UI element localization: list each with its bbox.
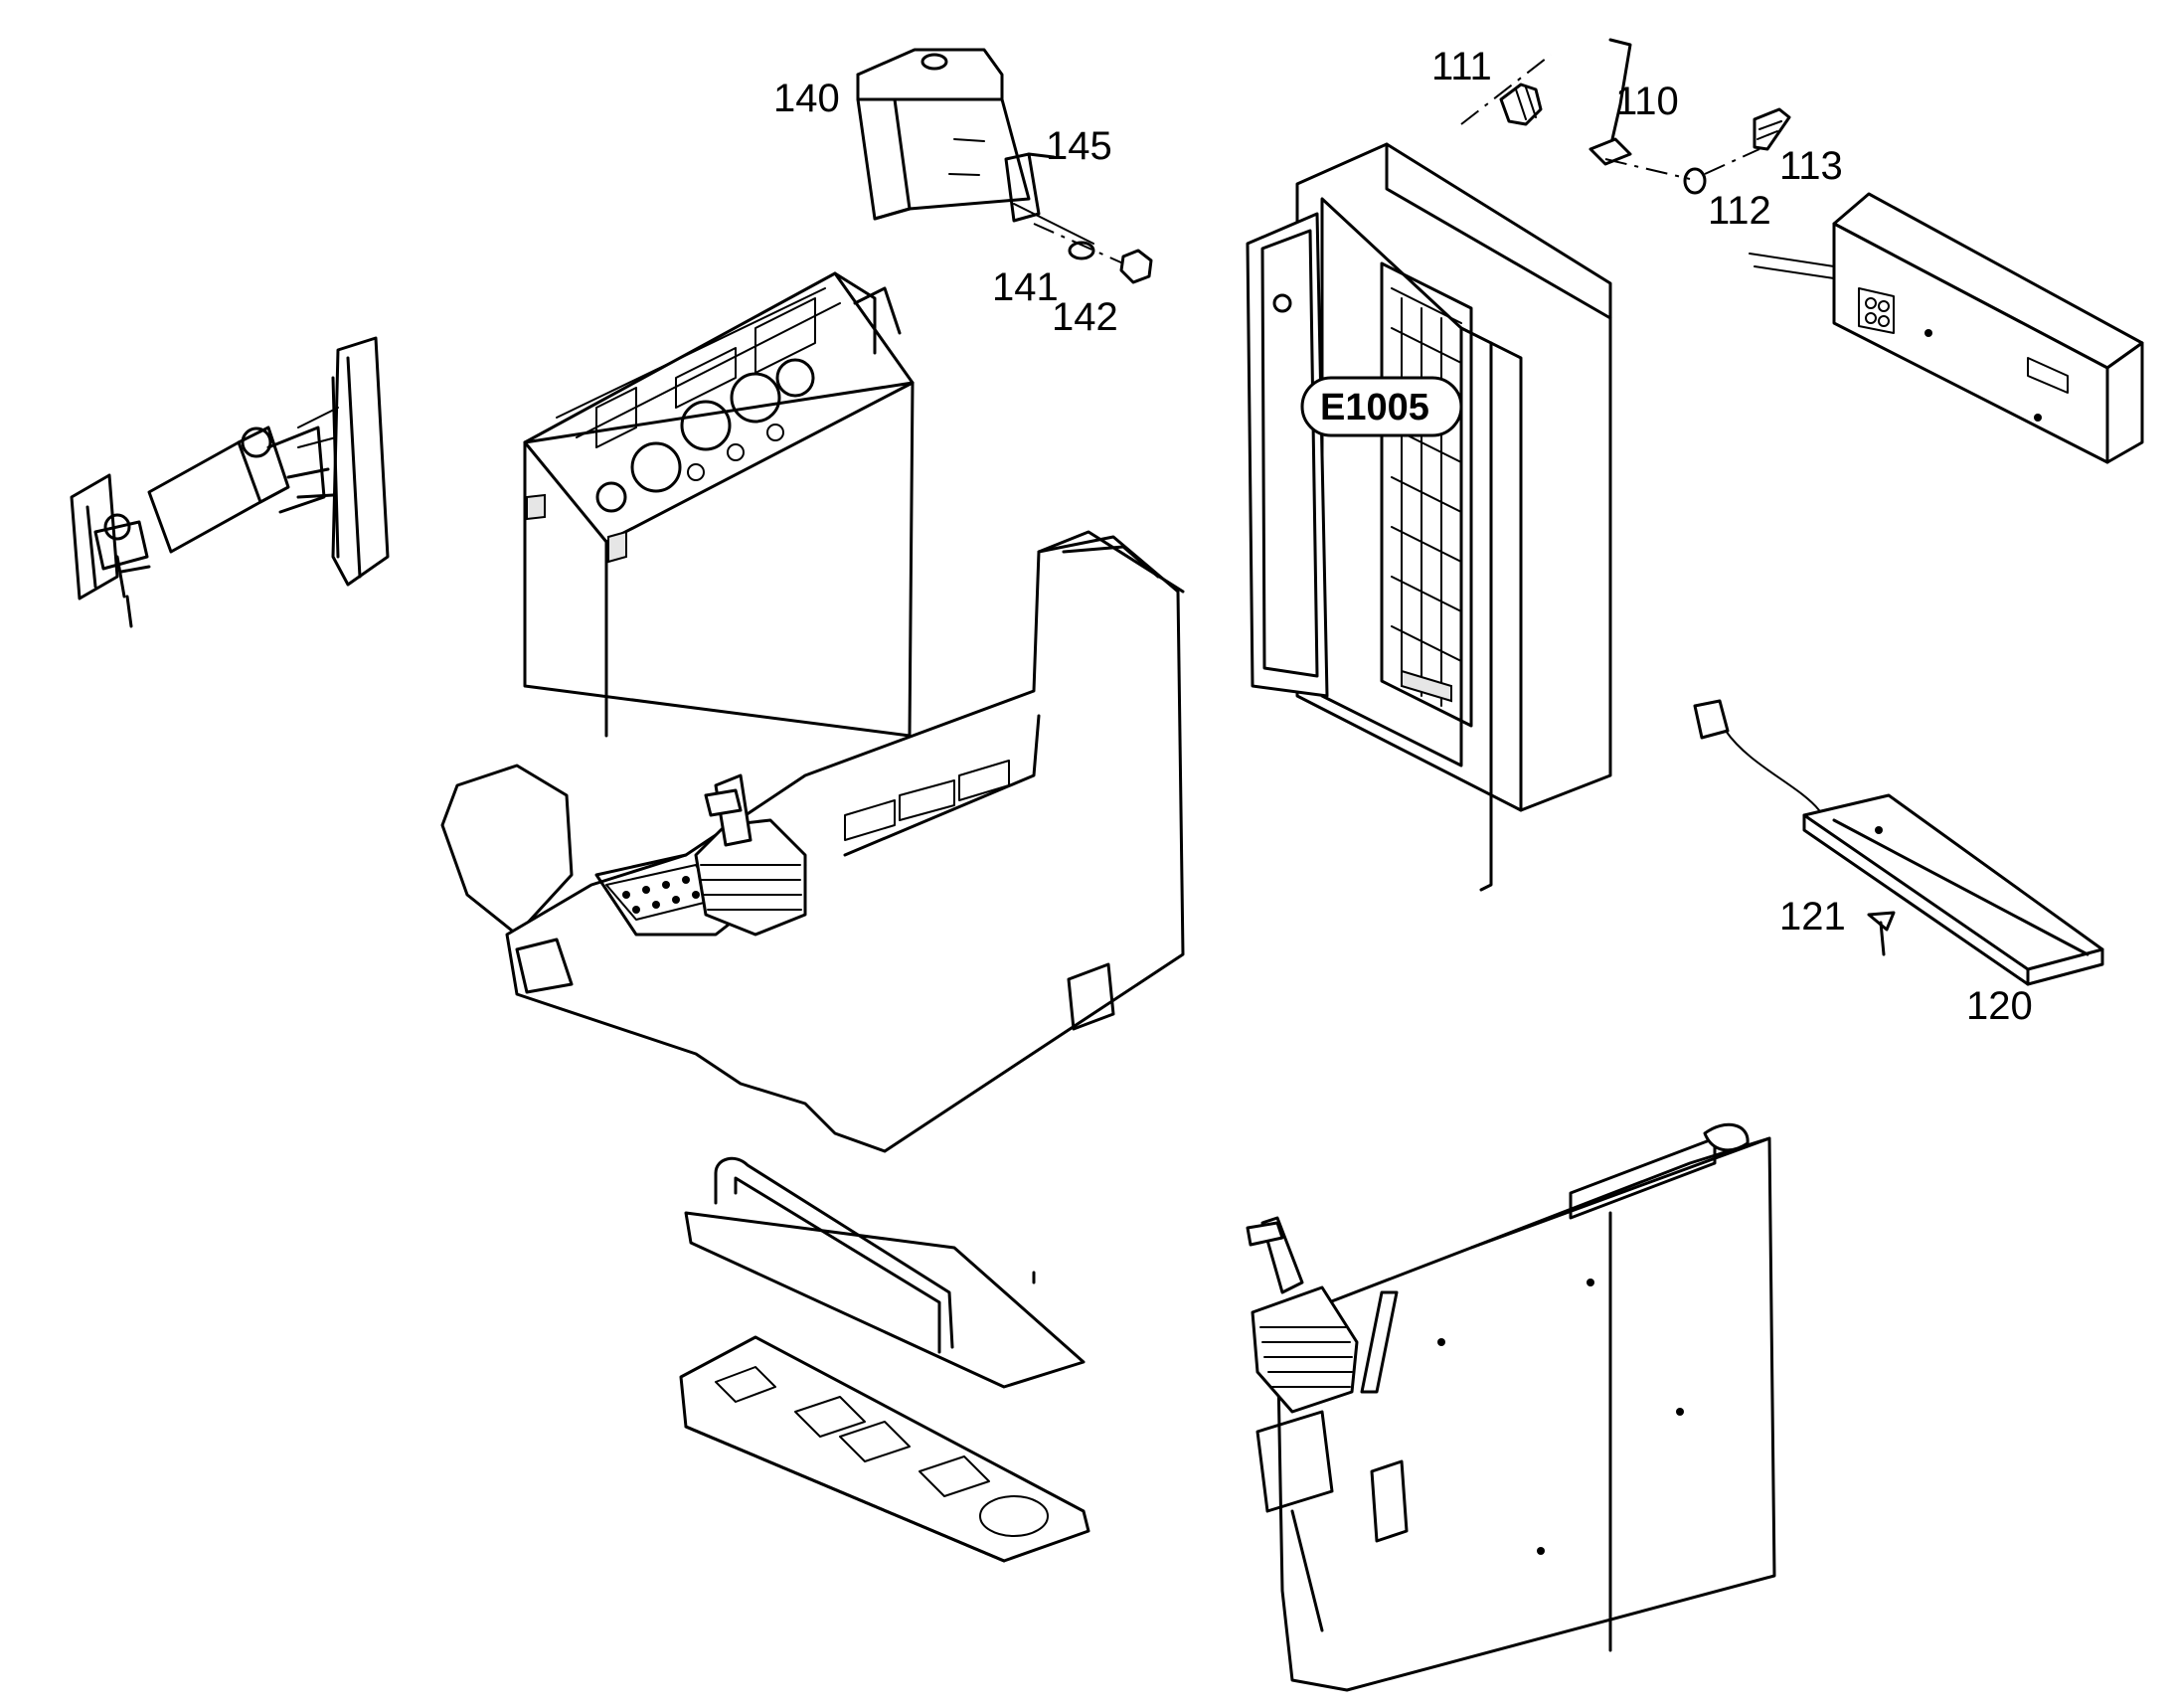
reference-label-e1005: E1005 — [1320, 387, 1429, 428]
part-label-112: 112 — [1708, 189, 1771, 233]
electrical-cabinet — [1246, 142, 1612, 892]
part-label-141: 141 — [992, 265, 1059, 309]
part-label-121: 121 — [1779, 895, 1846, 939]
instrument-console — [523, 271, 915, 738]
armrest-console — [1032, 1122, 1776, 1692]
part-label-145: 145 — [1046, 124, 1112, 168]
monitor-arm-assembly — [70, 336, 390, 628]
part-label-110: 110 — [1615, 80, 1679, 123]
part-label-113: 113 — [1779, 144, 1843, 188]
mounting-bracket-assembly — [856, 48, 1153, 284]
armrest-plates — [679, 1156, 1090, 1563]
part-label-142: 142 — [1052, 295, 1118, 339]
part-label-120: 120 — [1966, 984, 2033, 1028]
connector-module — [1693, 699, 2104, 986]
part-label-111: 111 — [1431, 45, 1492, 88]
fuse-holder-assembly — [1460, 38, 1791, 195]
operator-console-base — [440, 530, 1185, 1153]
control-module — [1749, 192, 2144, 464]
part-label-140: 140 — [773, 77, 840, 120]
